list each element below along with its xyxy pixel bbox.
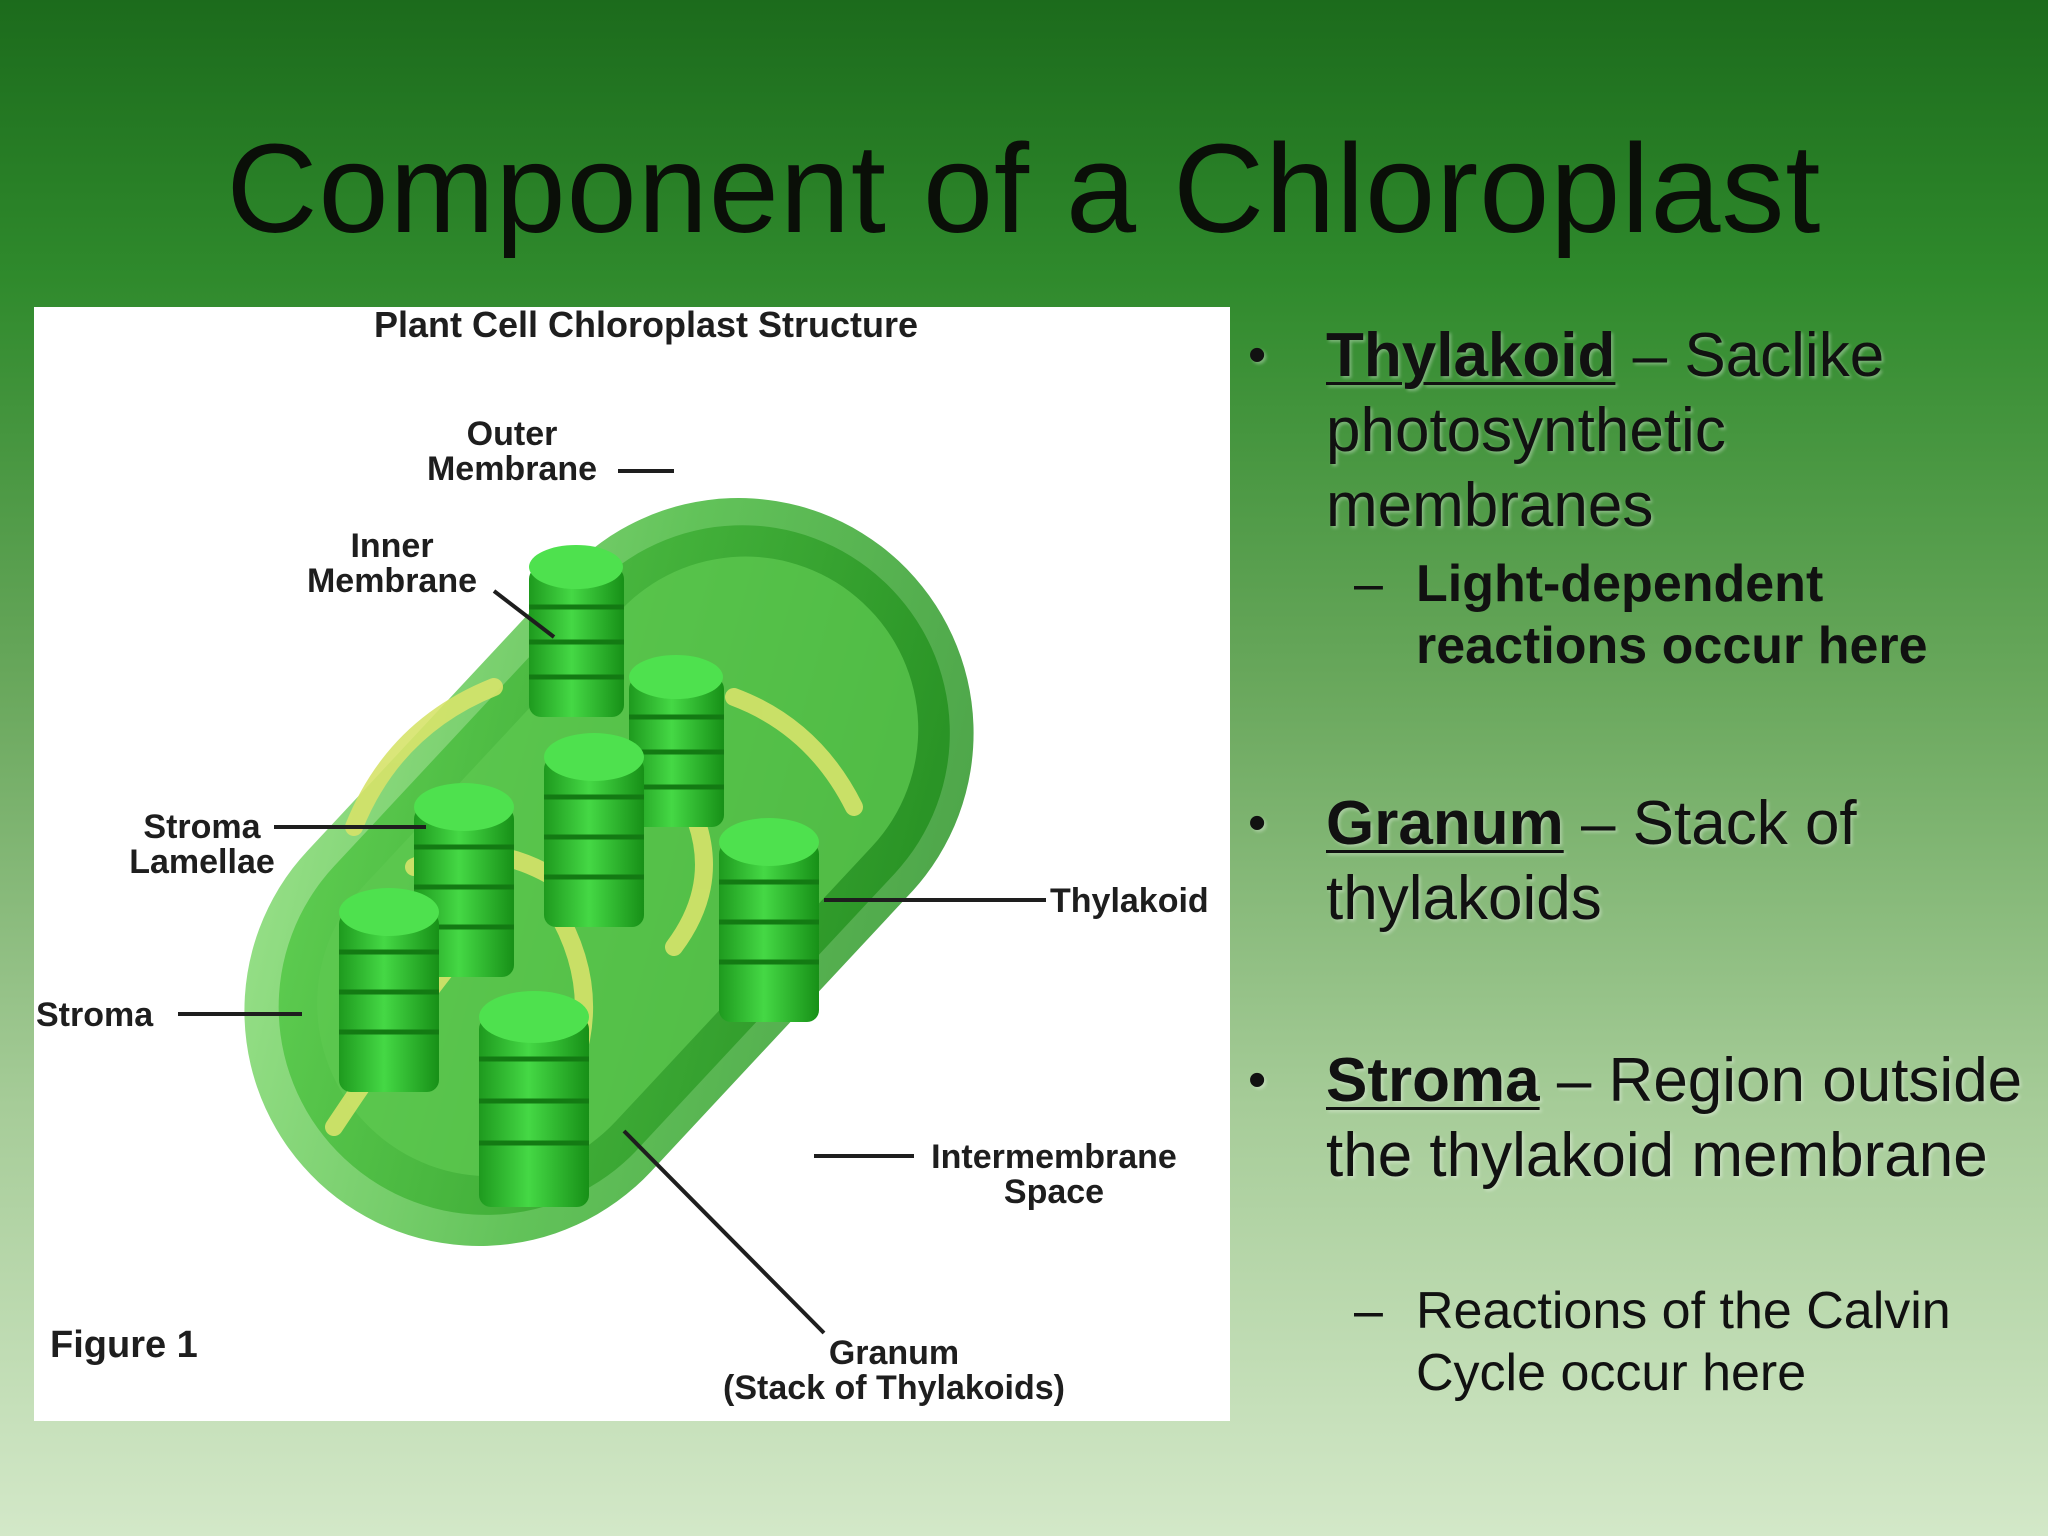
sub-bullet-dash: – (1354, 1282, 1383, 1340)
bullet-term: Granum (1326, 789, 1564, 858)
sub-bullet-stroma: – Reactions of the Calvin Cycle occur he… (1248, 1280, 2028, 1404)
callout-lines (178, 469, 1046, 1335)
chloroplast-figure: Plant Cell Chloroplast Structure Figure … (34, 307, 1230, 1421)
bullet-dot: • (1248, 794, 1267, 852)
bullet-description: – Stack of thylakoids (1326, 789, 1857, 933)
label-thylakoid: Thylakoid (1050, 882, 1209, 920)
label-stroma-lamellae-line1: Stroma (143, 808, 261, 846)
figure-caption: Figure 1 (50, 1324, 198, 1366)
bullet-dot: • (1248, 1051, 1267, 1109)
label-granum-line2: (Stack of Thylakoids) (723, 1369, 1065, 1407)
sub-bullet-thylakoid: – Light-dependent reactions occur here (1248, 553, 2028, 677)
sub-bullet-text: Reactions of the Calvin Cycle occur here (1416, 1282, 1951, 1402)
label-intermembrane-line2: Space (1004, 1173, 1104, 1211)
bullet-dot: • (1248, 326, 1267, 384)
sub-bullet-dash: – (1354, 555, 1383, 613)
bullet-description: – Region outside the thylakoid membrane (1326, 1046, 2023, 1190)
bullet-granum: • Granum – Stack of thylakoids (1248, 786, 2028, 936)
label-stroma: Stroma (36, 996, 154, 1034)
label-inner-membrane-line1: Inner (350, 527, 433, 565)
bullet-description: – Saclike photosynthetic membranes (1326, 321, 1885, 540)
chloroplast-illustration: Plant Cell Chloroplast Structure Figure … (36, 307, 1209, 1407)
label-inner-membrane-line2: Membrane (307, 562, 477, 600)
label-outer-membrane-line2: Membrane (427, 450, 597, 488)
bullet-stroma: • Stroma – Region outside the thylakoid … (1248, 1043, 2028, 1193)
sub-bullet-text: Light-dependent reactions occur here (1416, 555, 1928, 675)
bullet-thylakoid: • Thylakoid – Saclike photosynthetic mem… (1248, 318, 2028, 543)
label-outer-membrane-line1: Outer (467, 415, 558, 453)
bullet-term: Stroma (1326, 1046, 1540, 1115)
figure-title: Plant Cell Chloroplast Structure (374, 307, 918, 345)
label-intermembrane-line1: Intermembrane (931, 1138, 1177, 1176)
bullet-term: Thylakoid (1326, 321, 1616, 390)
slide-title: Component of a Chloroplast (226, 118, 1822, 259)
label-stroma-lamellae-line2: Lamellae (129, 843, 275, 881)
label-granum-line1: Granum (829, 1334, 959, 1372)
grana-stacks (339, 545, 819, 1207)
